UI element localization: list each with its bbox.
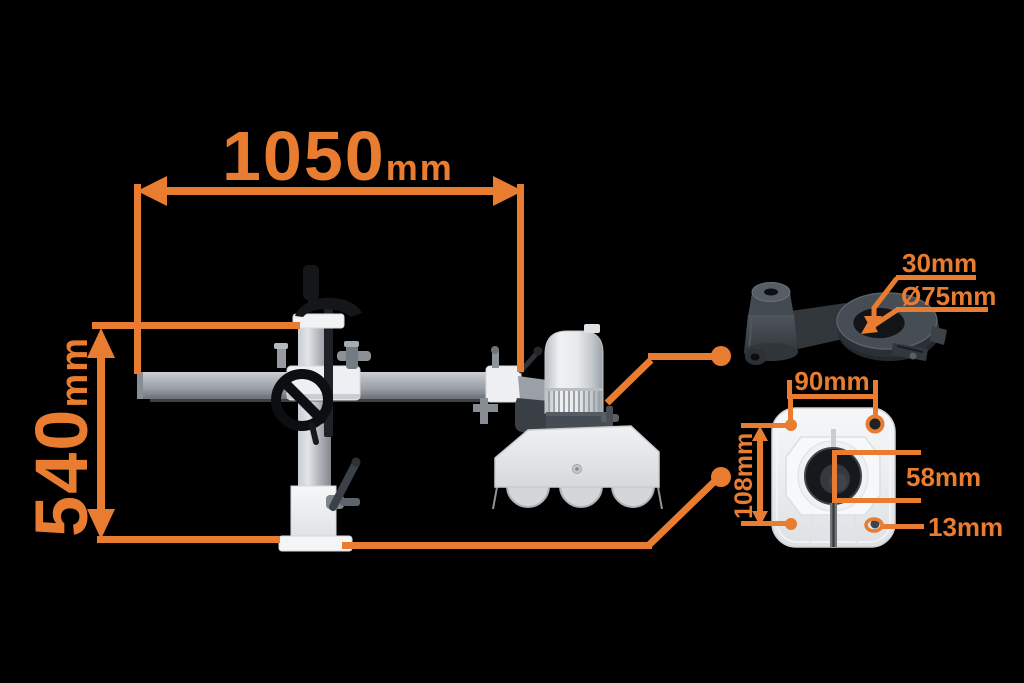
dimension-height-label: 540mm — [20, 336, 103, 537]
height-arrowhead-bottom — [87, 509, 115, 539]
bracket-width-hole-marker — [865, 414, 885, 434]
body-screw-center — [575, 467, 579, 471]
bracket-bore-glint — [829, 473, 847, 491]
bracket-width-tick-left — [787, 380, 792, 399]
bracket-width-drop-left — [788, 394, 793, 426]
motor-cooling-fins — [548, 391, 600, 412]
base-lever-pin — [340, 498, 360, 506]
clamp-bore-label: Ø75mm — [901, 281, 996, 311]
bracket-hole — [870, 519, 880, 529]
block-top-pin — [492, 351, 499, 368]
bracket-height-line — [757, 432, 763, 520]
width-arrowhead-right — [493, 176, 523, 206]
clamp-callout-diagonal — [604, 357, 654, 406]
dimension-annotations: 1050mm 540mm 30mm Ø75mm 90mm — [20, 117, 1003, 549]
clamp-arm — [791, 303, 852, 349]
motor-fin-cap — [545, 388, 603, 391]
bracket-slit-line — [832, 503, 835, 547]
clamp-lever-knob — [533, 346, 543, 356]
height-arrowhead-top — [87, 328, 115, 358]
clamp-bolt — [909, 352, 917, 360]
boss-highlight — [748, 315, 753, 352]
boss-drum — [744, 315, 798, 352]
hand-wheel-spinner — [309, 422, 319, 445]
block-side-pin — [473, 404, 498, 412]
crank-knob — [303, 265, 319, 300]
arm-tube-end-cap — [137, 372, 143, 399]
mount-hole-marker — [864, 517, 884, 533]
width-extension-line-left — [134, 184, 141, 374]
column-top-cap — [292, 313, 345, 329]
hand-wheel — [271, 369, 333, 431]
cross-handle-cap — [344, 341, 359, 347]
right-adjust-pin-vertical — [606, 406, 613, 430]
roller-guard-wire — [657, 486, 663, 510]
bore-bracket-vertical — [832, 450, 837, 503]
base-lever-knob — [351, 457, 361, 467]
boss-stub-hole — [750, 353, 760, 361]
plate-tab-edge — [854, 514, 858, 547]
bracket-height-label: 108mm — [730, 433, 758, 519]
bore-bracket-top — [832, 450, 921, 455]
clamp-width-underline — [896, 275, 976, 280]
arm-end-block — [485, 365, 522, 403]
feeder-body — [494, 425, 660, 488]
feeder-head-drawing — [473, 324, 663, 510]
clamp-bore-underline — [896, 307, 988, 312]
clamp-width-label: 30mm — [902, 248, 977, 278]
block-top-pin-knob — [491, 346, 499, 354]
base-block — [290, 485, 337, 539]
bracket-width-label: 90mm — [794, 366, 869, 396]
height-extension-line-bottom — [97, 536, 280, 543]
clamp-bore-leader — [868, 307, 899, 331]
feeder-machine-drawing — [137, 265, 520, 552]
mount-hole-line — [882, 524, 924, 529]
hand-wheel-spoke — [279, 377, 326, 424]
base-lever — [329, 459, 360, 511]
clamp-callout-dot — [711, 346, 731, 366]
motor-clutch-band — [546, 412, 606, 429]
boss-cap-hole — [764, 288, 778, 296]
height-arrow-shaft — [97, 350, 105, 515]
bracket-callout-horizontal — [342, 542, 652, 549]
crank-knob-stem — [308, 297, 315, 304]
tube-clamp-detail-drawing — [744, 282, 947, 365]
base-flange — [278, 535, 353, 552]
bracket-height-dot — [785, 518, 797, 530]
bracket-slit-top — [831, 429, 836, 447]
mount-hole-label: 13mm — [928, 512, 1003, 542]
clamp-notch — [930, 326, 947, 345]
clamp-bore-arrowhead — [861, 318, 878, 334]
bracket-height-arrow-bottom — [752, 511, 768, 526]
width-arrow-shaft — [150, 187, 510, 195]
roller-guard-wire — [492, 486, 498, 510]
clamp-callout-horizontal — [648, 353, 716, 360]
bracket-height-arrow-top — [752, 426, 768, 441]
cross-handle-hub — [346, 344, 358, 369]
plate-tab-edge — [809, 514, 813, 547]
left-clamp-pin-cap — [274, 343, 288, 349]
bracket-width-drop-right — [873, 394, 878, 426]
bracket-width-tick-right — [873, 380, 878, 399]
bore-bracket-bottom — [832, 498, 921, 503]
height-extension-line-top — [92, 322, 300, 329]
motor-junction-box — [584, 324, 600, 333]
width-extension-line-right — [517, 184, 524, 372]
width-arrowhead-left — [137, 176, 167, 206]
bracket-height-bar-top — [741, 423, 793, 428]
left-clamp-pin — [277, 346, 286, 368]
bracket-width-line — [787, 394, 878, 399]
clamp-lug-split — [896, 345, 924, 353]
clutch-band-highlight — [546, 412, 606, 416]
bracket-callout-diagonal — [645, 477, 719, 549]
dimension-width-label: 1050mm — [222, 117, 454, 195]
bracket-height-bar-bottom — [741, 521, 793, 526]
bracket-bore-label: 58mm — [906, 462, 981, 492]
bracket-callout-dot — [711, 467, 731, 487]
arm-tube-stub — [518, 376, 549, 404]
